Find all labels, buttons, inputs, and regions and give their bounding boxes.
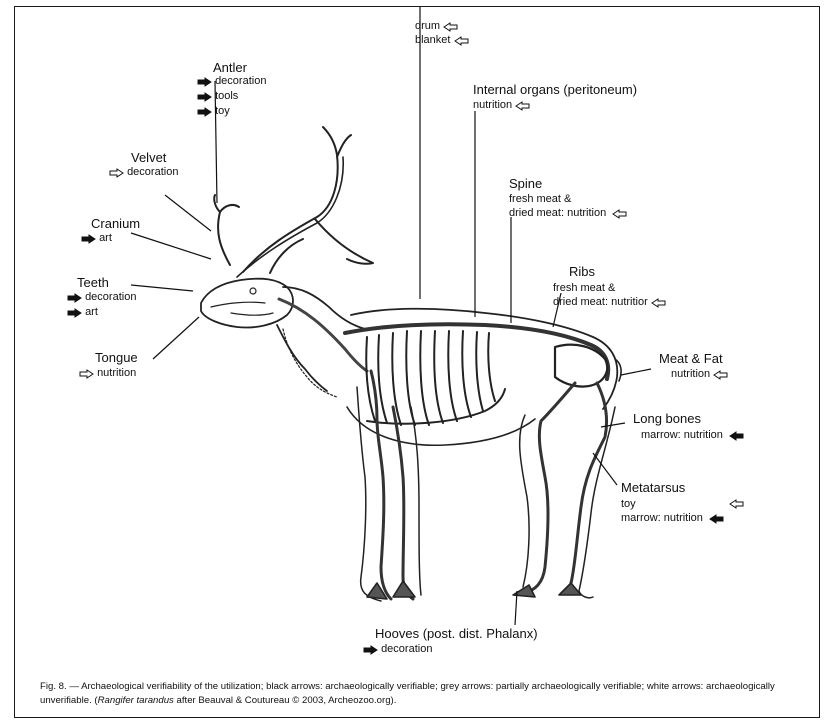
antler-beam (237, 157, 343, 277)
spine-use-dried-meat: dried meat: nutrition (509, 208, 627, 219)
hooves-title: Hooves (post. dist. Phalanx) (375, 627, 538, 640)
tongue-title: Tongue (95, 351, 138, 364)
caption-prefix: Fig. 8. — (40, 681, 81, 692)
hide-use-drum: drum (415, 21, 458, 32)
antler-use-tools: tools (197, 91, 238, 102)
long-bones-use-marrow: marrow: nutrition (641, 430, 744, 441)
spine-use-fresh-meat: fresh meat & (509, 194, 571, 205)
antler-use-decoration: decoration (197, 76, 266, 87)
hind-leg-bones (523, 383, 575, 593)
metatarsus-title: Metatarsus (621, 481, 685, 494)
white-arrow-icon (729, 499, 744, 509)
front-leg-bones (371, 371, 391, 599)
black-arrow-icon (197, 92, 212, 102)
internal-organs-use-nutrition: nutrition (473, 100, 530, 111)
cranium-title: Cranium (91, 217, 140, 230)
metatarsus-use-toy: toy (621, 499, 636, 510)
ribs-use-dried-meat: dried meat: nutritior (553, 297, 666, 308)
white-arrow-icon (79, 369, 94, 379)
black-arrow-icon (197, 107, 212, 117)
figure-frame: drum blanket Antler decoration tools toy… (14, 6, 820, 718)
black-arrow-icon (197, 77, 212, 87)
black-arrow-icon (67, 308, 82, 318)
antler-outline (214, 127, 373, 273)
meat-fat-use-nutrition: nutrition (671, 369, 728, 380)
ribs-title: Ribs (569, 265, 595, 278)
black-arrow-icon (67, 293, 82, 303)
white-arrow-icon (651, 298, 666, 308)
velvet-use-decoration: decoration (109, 167, 178, 178)
white-arrow-icon (713, 370, 728, 380)
meat-fat-title: Meat & Fat (659, 352, 723, 365)
white-arrow-icon (612, 209, 627, 219)
figure-caption: Fig. 8. — Archaeological verifiability o… (40, 680, 800, 708)
hide-use-blanket: blanket (415, 35, 469, 46)
caption-suffix: after Beauval & Coutureau © 2003, Archeo… (174, 695, 397, 706)
spine-title: Spine (509, 177, 542, 190)
hooves-use-decoration: decoration (363, 644, 432, 655)
white-arrow-icon (454, 36, 469, 46)
white-arrow-icon (515, 101, 530, 111)
teeth-title: Teeth (77, 276, 109, 289)
belly-outline (347, 407, 535, 445)
antler-title: Antler (213, 61, 247, 74)
white-arrow-icon (443, 22, 458, 32)
tongue-use-nutrition: nutrition (79, 368, 136, 379)
teeth-use-art: art (67, 307, 98, 318)
white-arrow-icon (109, 168, 124, 178)
front-leg-outline (357, 387, 421, 601)
teeth-use-decoration: decoration (67, 292, 136, 303)
head-outline (201, 279, 293, 328)
cranium-use-art: art (81, 233, 112, 244)
black-arrow-icon (363, 645, 378, 655)
internal-organs-title: Internal organs (peritoneum) (473, 83, 637, 96)
black-arrow-icon (729, 431, 744, 441)
black-arrow-icon (81, 234, 96, 244)
velvet-title: Velvet (131, 151, 166, 164)
black-arrow-icon (709, 514, 724, 524)
ribcage (366, 331, 505, 425)
caption-species: Rangifer tarandus (98, 695, 174, 706)
hind-leg-outline (520, 407, 615, 598)
metatarsus-use-marrow: marrow: nutrition (621, 513, 724, 524)
antler-use-toy: toy (197, 106, 230, 117)
ribs-use-fresh-meat: fresh meat & (553, 283, 615, 294)
long-bones-title: Long bones (633, 412, 701, 425)
